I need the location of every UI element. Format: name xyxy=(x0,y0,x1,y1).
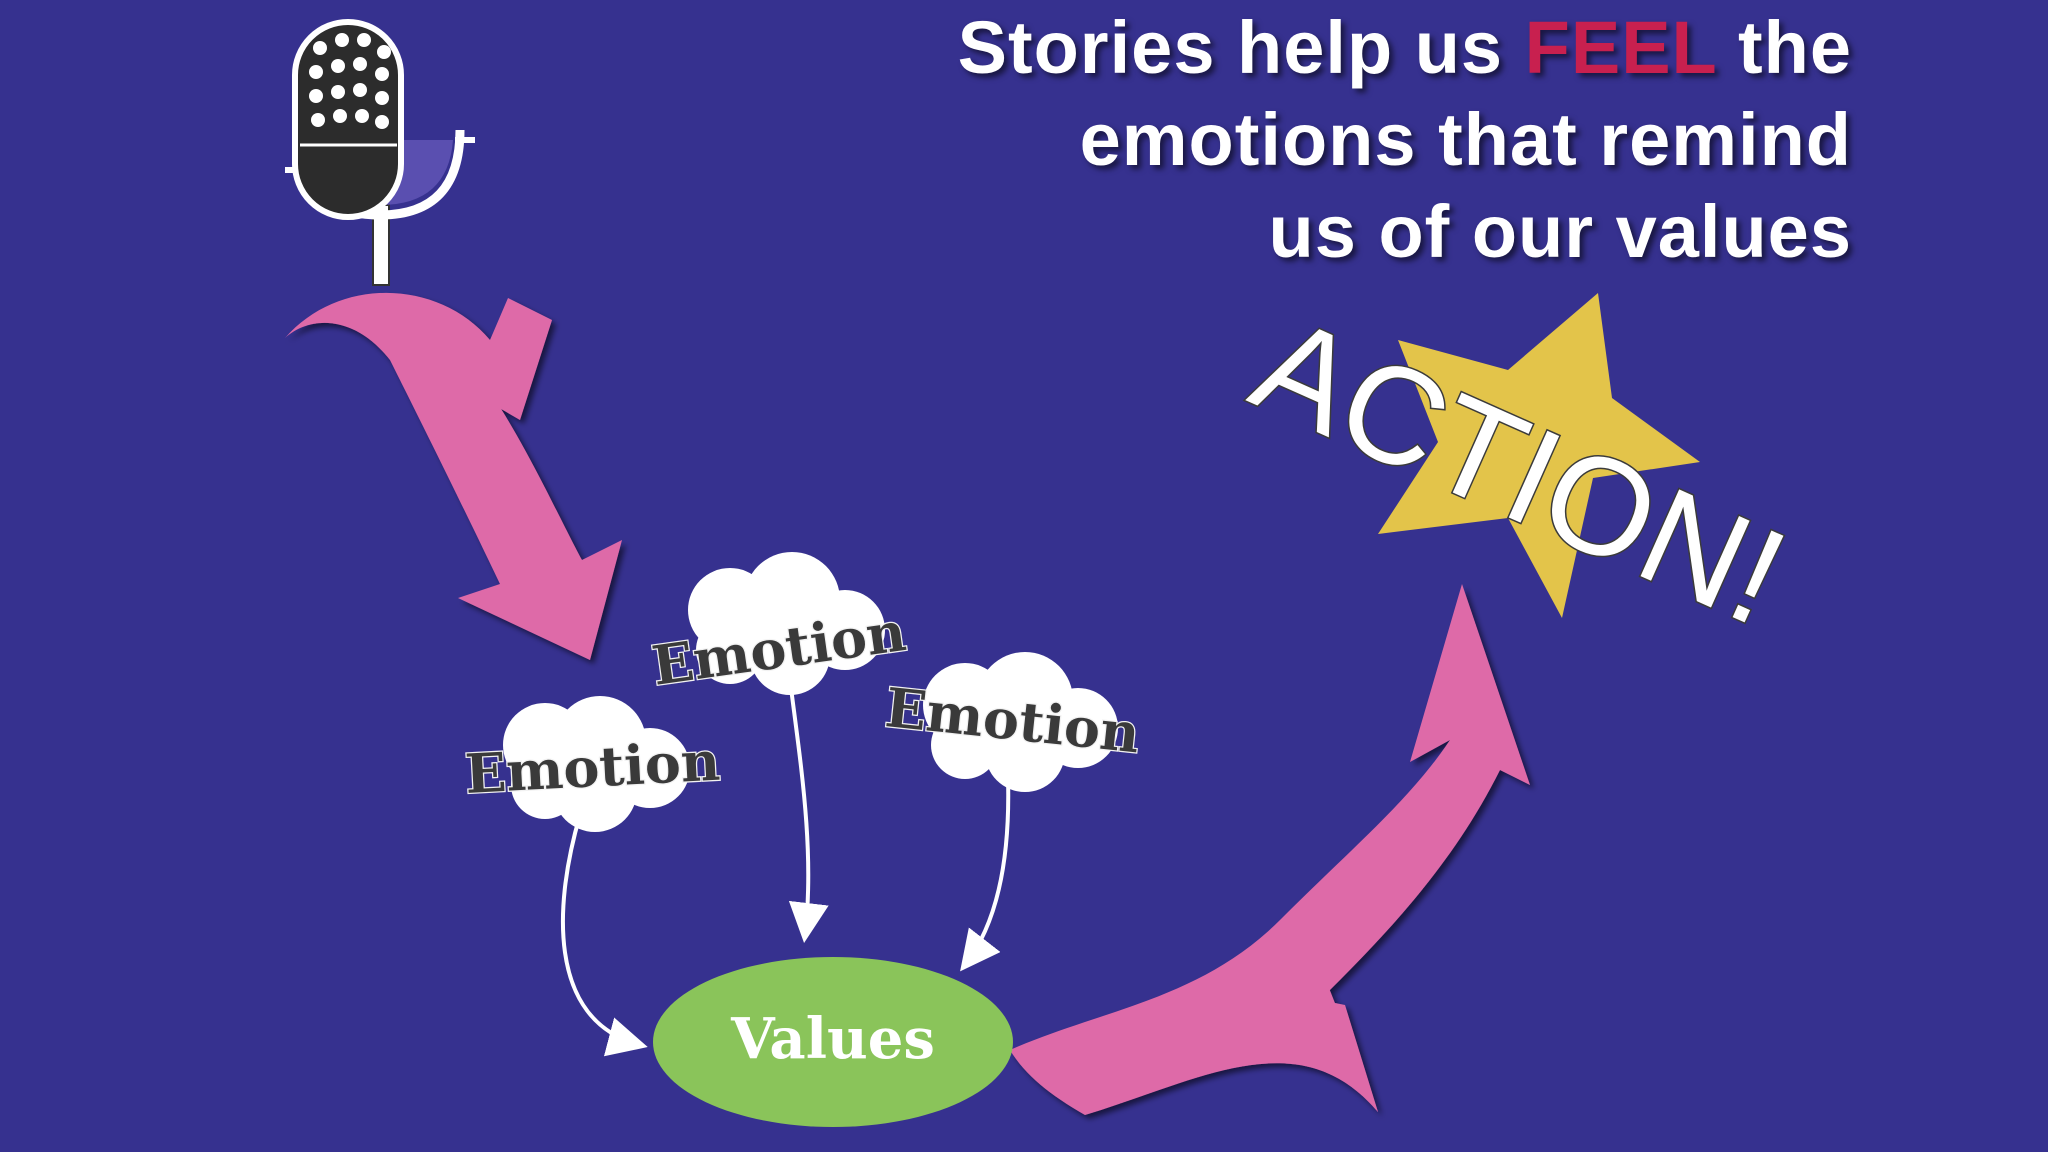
connector-arrows xyxy=(560,679,1011,1057)
emotion-cloud-1: Emotion xyxy=(462,696,723,832)
connector-arrow xyxy=(560,814,648,1057)
headline-line-1: Stories help us FEEL the xyxy=(958,2,1852,94)
headline: Stories help us FEEL the emotions that r… xyxy=(958,2,1852,278)
headline-line-2: emotions that remind xyxy=(1079,98,1852,181)
arrow-story-to-emotion xyxy=(285,292,622,660)
emotion-cloud-2: Emotion xyxy=(647,552,911,699)
headline-line-3: us of our values xyxy=(1268,190,1852,273)
values-label: Values xyxy=(730,1006,935,1072)
microphone-icon xyxy=(285,19,475,286)
values-node: Values xyxy=(653,957,1013,1127)
star-icon xyxy=(1378,293,1700,618)
emotion-label: Emotion xyxy=(463,729,721,806)
connector-arrow xyxy=(960,777,1011,972)
emotion-cloud-3: Emotion xyxy=(881,652,1144,792)
connector-arrow xyxy=(788,679,829,943)
arrow-values-to-action xyxy=(1010,584,1530,1115)
action-label: ACTION! xyxy=(1233,287,1807,655)
emotion-label: Emotion xyxy=(882,675,1142,765)
headline-text: Stories help us xyxy=(957,6,1525,89)
headline-emphasis-feel: FEEL xyxy=(1524,6,1717,89)
headline-text: the xyxy=(1716,6,1852,89)
